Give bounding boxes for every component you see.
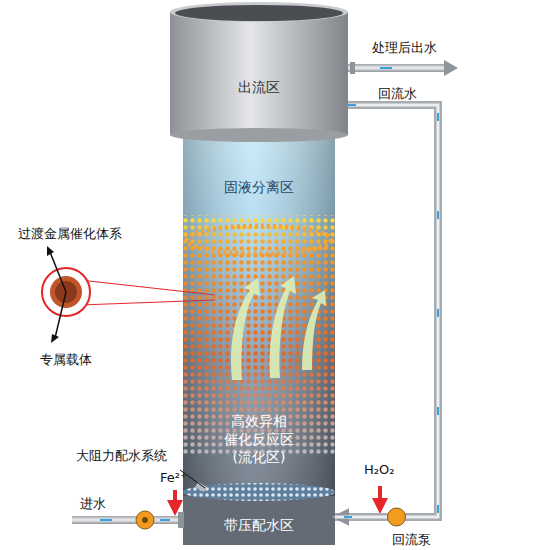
return-pipe xyxy=(335,105,438,526)
catalyst-label: 过渡金属催化体系 xyxy=(18,226,122,242)
inlet-label: 进水 xyxy=(80,496,106,512)
outflow-zone: 出流区 xyxy=(170,20,348,135)
h2o2-label: H₂O₂ xyxy=(364,462,394,478)
separation-zone: 固液分离区 xyxy=(183,150,335,215)
reaction-zone: 高效异相 催化反应区 (流化区) xyxy=(183,220,335,488)
distribution-zone: 带压配水区 xyxy=(183,502,335,545)
distributor-label: 大阻力配水系统 xyxy=(76,448,167,464)
zone-text: 带压配水区 xyxy=(224,516,294,534)
pump-label: 回流泵 xyxy=(392,532,431,548)
zone-text: 出流区 xyxy=(238,78,280,96)
zone-text: 高效异相 催化反应区 (流化区) xyxy=(213,412,305,466)
fe-label: Fe²⁺ xyxy=(160,470,187,486)
zone-text: 固液分离区 xyxy=(224,178,294,196)
outflow-label: 处理后出水 xyxy=(372,40,437,56)
return-water-label: 回流水 xyxy=(378,86,417,102)
carrier-label: 专属载体 xyxy=(40,352,92,368)
